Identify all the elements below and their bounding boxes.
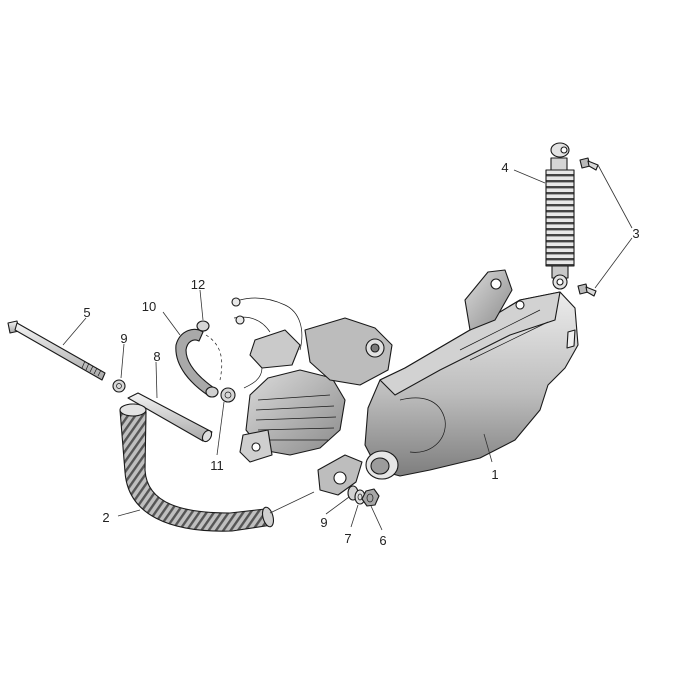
callout-4: 4 <box>501 160 508 175</box>
callout-2: 2 <box>102 510 109 525</box>
corrugated-hose-part-2 <box>119 403 275 532</box>
callout-5: 5 <box>83 305 90 320</box>
callout-3: 3 <box>632 226 639 241</box>
nut-part-6 <box>361 488 380 507</box>
engine-crankcase-part-1 <box>364 269 579 480</box>
spacer-tube-part-8 <box>127 392 213 443</box>
callout-8: 8 <box>153 349 160 364</box>
callout-12: 12 <box>191 277 205 292</box>
leader-lines <box>62 164 633 531</box>
shock-bolt-upper-part-3 <box>579 157 599 171</box>
callout-9-lower: 9 <box>320 515 327 530</box>
curved-hose-part-10 <box>175 328 219 398</box>
callout-6: 6 <box>379 533 386 548</box>
callout-9-upper: 9 <box>120 331 127 346</box>
callout-7: 7 <box>344 531 351 546</box>
callouts: 1 2 3 4 5 6 7 8 9 9 10 11 12 <box>83 160 639 548</box>
engine-cylinder-head <box>231 297 393 463</box>
shock-absorber-part-4 <box>545 142 575 290</box>
hose-clip-part-11 <box>220 387 236 403</box>
engine-mount-bracket <box>317 454 363 496</box>
callout-11: 11 <box>210 458 224 473</box>
hose-clip-part-12 <box>196 320 210 332</box>
washer-part-9-upper <box>112 379 126 393</box>
shock-bolt-lower-part-3 <box>577 283 597 297</box>
long-bolt-part-5 <box>7 320 106 381</box>
callout-10: 10 <box>142 299 156 314</box>
callout-1: 1 <box>491 467 498 482</box>
